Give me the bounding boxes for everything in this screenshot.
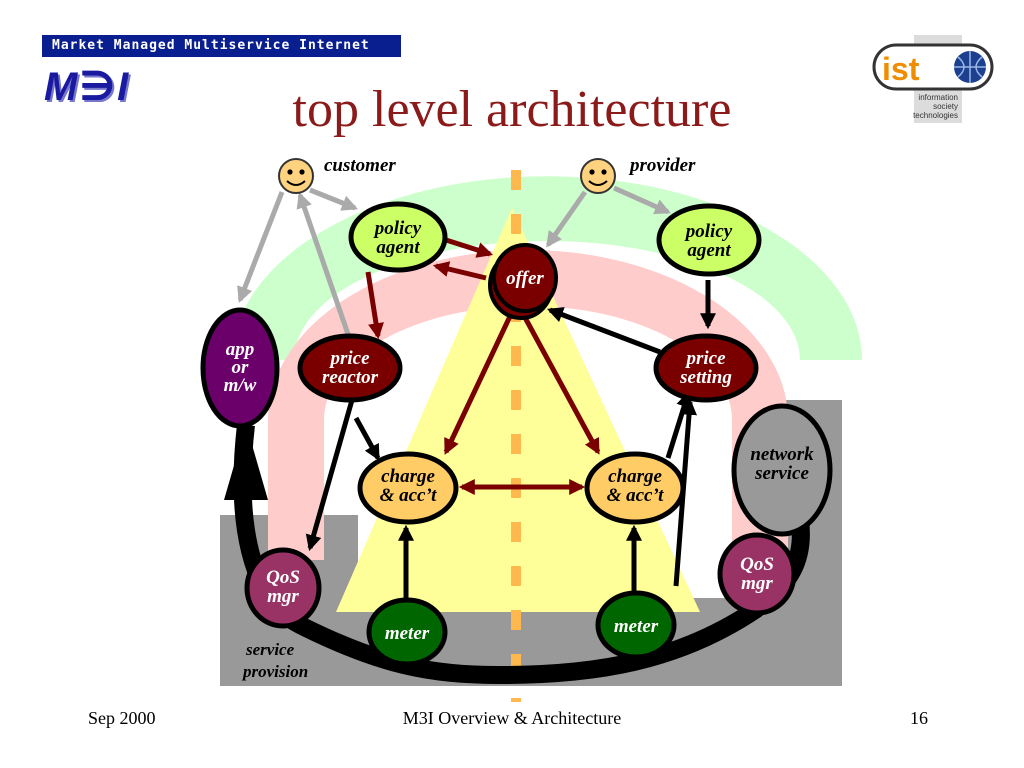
arrow-customer-app — [237, 191, 285, 303]
charge-acct-left-node — [357, 451, 459, 525]
ist-caption-3: technologies — [913, 111, 958, 120]
price-setting-line1: price — [684, 348, 726, 369]
app-or-mw-node — [200, 307, 280, 429]
arrow-reactor-customer — [296, 191, 353, 341]
customer-actor — [278, 158, 314, 194]
qos-mgr-right-line2: mgr — [741, 573, 773, 594]
ist-logo: ist information society technologies — [872, 35, 994, 123]
qos-mgr-right-line1: QoS — [740, 554, 774, 575]
charge-acct-right-line2: & acc’t — [607, 485, 665, 506]
footer-title: M3I Overview & Architecture — [402, 708, 622, 728]
footer-date: Sep 2000 — [88, 708, 156, 728]
price-setting-line2: setting — [679, 367, 732, 388]
ist-caption-1: information — [918, 93, 958, 102]
charge-acct-right-node — [584, 451, 686, 525]
provider-label: provider — [628, 155, 696, 176]
meter-right-label: meter — [614, 616, 659, 637]
arrow-price-setting-offer — [547, 307, 661, 355]
customer-label: customer — [324, 155, 396, 176]
qos-mgr-right-node — [717, 532, 797, 616]
policy-agent-provider-line2: agent — [687, 240, 731, 261]
price-reactor-node — [297, 333, 403, 403]
policy-agent-provider-node — [656, 203, 762, 277]
network-service-node — [731, 403, 833, 537]
footer-page-number: 16 — [910, 708, 928, 728]
slide-title: top level architecture — [292, 81, 732, 138]
arrow-provider-policy — [612, 185, 671, 215]
app-or-mw-line1: app — [226, 339, 255, 360]
policy-agent-customer-line1: policy — [373, 218, 422, 239]
ist-logo-mark: ist — [882, 51, 920, 87]
qos-mgr-left-line1: QoS — [266, 567, 300, 588]
arrow-offer-charge-right — [519, 310, 601, 455]
policy-agent-customer-line2: agent — [376, 237, 420, 258]
policy-agent-provider-line1: policy — [684, 221, 733, 242]
m3i-logo: M∋I — [44, 65, 131, 109]
qos-mgr-left-line2: mgr — [267, 586, 299, 607]
service-provision-line2: provision — [241, 662, 308, 681]
globe-grid — [954, 51, 986, 83]
price-setting-node — [653, 333, 759, 403]
provider-actor — [580, 158, 616, 194]
ist-caption-2: society — [933, 102, 958, 111]
provider-face-icon — [580, 158, 616, 194]
header-banner: Market Managed Multiservice Internet — [42, 35, 401, 57]
arrow-offer-policy — [432, 261, 487, 281]
qos-mgr-left-node — [244, 547, 322, 629]
arrow-reactor-qos — [305, 399, 355, 552]
app-or-mw-line3: m/w — [224, 375, 257, 396]
arrow-provider-offer — [545, 190, 588, 248]
pricing-band — [268, 250, 788, 560]
arrow-reactor-charge — [353, 416, 381, 461]
charge-acct-left-line2: & acc’t — [380, 485, 438, 506]
service-provision-arrowhead — [224, 424, 268, 500]
arrow-customer-policy — [309, 187, 358, 211]
service-provision-line1: service — [245, 640, 295, 659]
arrow-policy-reactor — [365, 271, 384, 340]
network-service-line2: service — [754, 463, 809, 484]
charge-acct-left-line1: charge — [381, 466, 435, 487]
offer-label: offer — [506, 268, 544, 289]
meter-right-node — [595, 590, 677, 660]
network-service-line1: network — [750, 444, 814, 465]
price-reactor-line2: reactor — [322, 367, 379, 388]
charge-acct-right-line1: charge — [608, 466, 662, 487]
arrow-offer-charge-left — [443, 310, 515, 455]
arrow-policy-offer — [445, 237, 494, 258]
price-reactor-line1: price — [328, 348, 370, 369]
offer-node — [492, 243, 558, 313]
meter-left-label: meter — [385, 623, 430, 644]
customer-face-icon — [278, 158, 314, 194]
app-or-mw-line2: or — [232, 357, 250, 378]
policy-agent-customer-node — [348, 201, 448, 273]
meter-left-node — [366, 597, 448, 667]
